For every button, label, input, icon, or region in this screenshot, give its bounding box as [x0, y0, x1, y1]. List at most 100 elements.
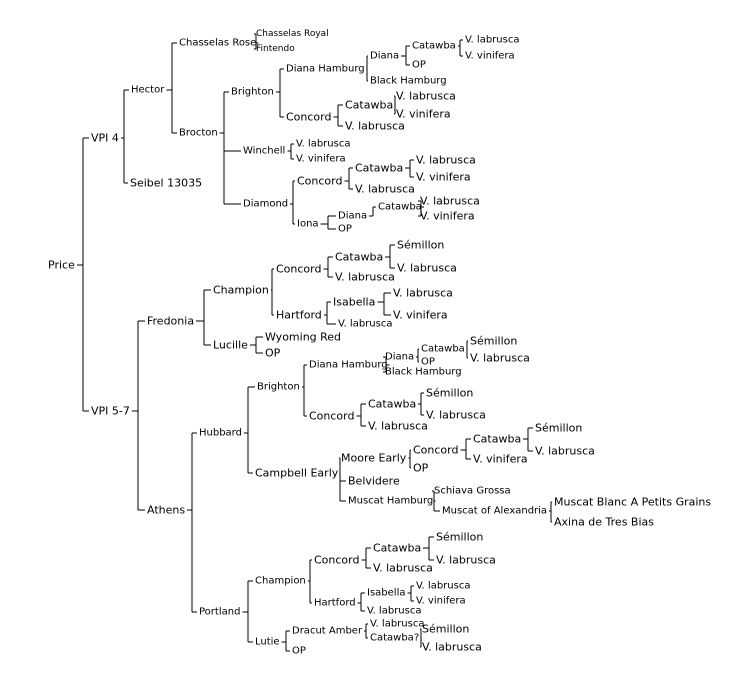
node-muscat-blanc-a-petits-grains: Muscat Blanc A Petits Grains — [554, 496, 711, 509]
node-hubbard: Hubbard — [199, 428, 242, 439]
node-chasselas-royal: Chasselas Royal — [256, 29, 329, 39]
node-semillon: Sémillon — [426, 387, 473, 400]
node-catawba: Catawba — [473, 433, 521, 446]
node-hector: Hector — [131, 85, 165, 96]
node-vpi-5-7: VPI 5-7 — [91, 405, 130, 418]
node-hartford: Hartford — [276, 309, 322, 322]
node-semillon: Sémillon — [470, 335, 517, 348]
node-lucille: Lucille — [213, 339, 248, 352]
node-belvidere: Belvidere — [348, 475, 400, 488]
node-catawba: Catawba? — [370, 633, 419, 644]
node-diana-hamburg: Diana Hamburg — [309, 360, 388, 371]
node-fredonia: Fredonia — [147, 315, 194, 328]
node-catawba: Catawba — [345, 99, 393, 112]
node-v-vinifera: V. vinifera — [473, 453, 528, 466]
node-concord: Concord — [276, 263, 321, 276]
node-black-hamburg: Black Hamburg — [385, 367, 462, 378]
node-catawba: Catawba — [421, 344, 465, 355]
node-wyoming-red: Wyoming Red — [265, 331, 341, 344]
node-op: OP — [292, 646, 306, 657]
node-semillon: Sémillon — [535, 422, 582, 435]
node-diana-hamburg: Diana Hamburg — [286, 64, 365, 75]
node-athens: Athens — [147, 504, 185, 517]
node-muscat-hamburg: Muscat Hamburg — [348, 496, 433, 507]
node-muscat-of-alexandria: Muscat of Alexandria — [442, 506, 547, 517]
node-iona: Iona — [297, 219, 319, 230]
node-diana: Diana — [338, 211, 367, 222]
node-v-labrusca: V. labrusca — [470, 352, 530, 365]
node-isabella: Isabella — [333, 296, 375, 309]
node-v-labrusca: V. labrusca — [345, 120, 405, 133]
node-op: OP — [265, 347, 281, 360]
node-price: Price — [48, 259, 75, 272]
node-champion: Champion — [255, 576, 306, 587]
node-portland: Portland — [199, 607, 240, 618]
node-diamond: Diamond — [243, 199, 288, 210]
node-v-labrusca: V. labrusca — [367, 606, 421, 617]
node-brighton: Brighton — [257, 382, 300, 393]
node-hartford: Hartford — [314, 598, 356, 609]
node-semillon: Sémillon — [397, 239, 444, 252]
node-catawba: Catawba — [373, 542, 421, 555]
node-v-vinifera: V. vinifera — [465, 51, 515, 62]
node-seibel-13035: Seibel 13035 — [130, 177, 202, 190]
node-v-labrusca: V. labrusca — [355, 183, 415, 196]
tree-labels: Price VPI 4 Hector Chasselas RoseChasselas … — [48, 29, 711, 657]
node-v-labrusca: V. labrusca — [416, 581, 470, 592]
node-v-vinifera: V. vinifera — [296, 154, 346, 165]
node-v-labrusca: V. labrusca — [373, 562, 433, 575]
node-v-vinifera: V. vinifera — [416, 596, 466, 607]
node-v-labrusca: V. labrusca — [420, 195, 480, 208]
node-v-labrusca: V. labrusca — [422, 641, 482, 654]
node-v-labrusca: V. labrusca — [397, 262, 457, 275]
node-concord: Concord — [297, 175, 342, 188]
node-brocton: Brocton — [179, 128, 218, 139]
node-concord: Concord — [413, 444, 458, 457]
node-v-labrusca: V. labrusca — [338, 319, 392, 330]
node-v-vinifera: V. vinifera — [420, 210, 475, 223]
node-champion: Champion — [213, 284, 269, 297]
node-moore-early: Moore Early — [341, 452, 407, 465]
node-v-labrusca: V. labrusca — [335, 271, 395, 284]
node-v-labrusca: V. labrusca — [426, 409, 486, 422]
node-dracut-amber: Dracut Amber — [292, 626, 363, 637]
node-v-labrusca: V. labrusca — [393, 287, 453, 300]
node-concord: Concord — [286, 111, 331, 124]
node-v-labrusca: V. labrusca — [396, 90, 456, 103]
node-op: OP — [413, 462, 429, 475]
tree-edges — [76, 33, 552, 652]
node-op: OP — [421, 357, 435, 368]
node-winchell: Winchell — [243, 146, 285, 157]
node-diana: Diana — [385, 352, 414, 363]
node-lutie: Lutie — [255, 637, 280, 648]
node-v-vinifera: V. vinifera — [393, 309, 448, 322]
node-v-labrusca: V. labrusca — [296, 139, 350, 150]
node-black-hamburg: Black Hamburg — [370, 76, 447, 87]
node-op: OP — [412, 60, 426, 71]
node-schiava-grossa: Schiava Grossa — [434, 486, 511, 497]
node-v-vinifera: V. vinifera — [416, 171, 471, 184]
node-catawba: Catawba — [368, 398, 416, 411]
node-v-labrusca: V. labrusca — [535, 445, 595, 458]
node-v-labrusca: V. labrusca — [370, 619, 424, 630]
node-v-labrusca: V. labrusca — [465, 35, 519, 46]
node-concord: Concord — [309, 410, 354, 423]
node-v-labrusca: V. labrusca — [416, 154, 476, 167]
node-axina-de-tres-bias: Axina de Tres Bias — [554, 516, 654, 529]
node-fintendo: Fintendo — [256, 44, 295, 54]
node-isabella: Isabella — [367, 588, 405, 599]
node-catawba: Catawba — [412, 41, 456, 52]
node-v-labrusca: V. labrusca — [368, 420, 428, 433]
node-semillon: Sémillon — [422, 623, 469, 636]
node-campbell-early: Campbell Early — [255, 467, 339, 480]
node-vpi-4: VPI 4 — [91, 132, 119, 145]
node-diana: Diana — [370, 51, 399, 62]
node-chasselas-rose: Chasselas Rose — [179, 38, 256, 49]
node-catawba: Catawba — [335, 251, 383, 264]
node-v-vinifera: V. vinifera — [396, 108, 451, 121]
node-v-labrusca: V. labrusca — [436, 554, 496, 567]
node-brighton: Brighton — [231, 87, 274, 98]
node-catawba: Catawba — [378, 202, 422, 213]
node-concord: Concord — [314, 554, 359, 567]
